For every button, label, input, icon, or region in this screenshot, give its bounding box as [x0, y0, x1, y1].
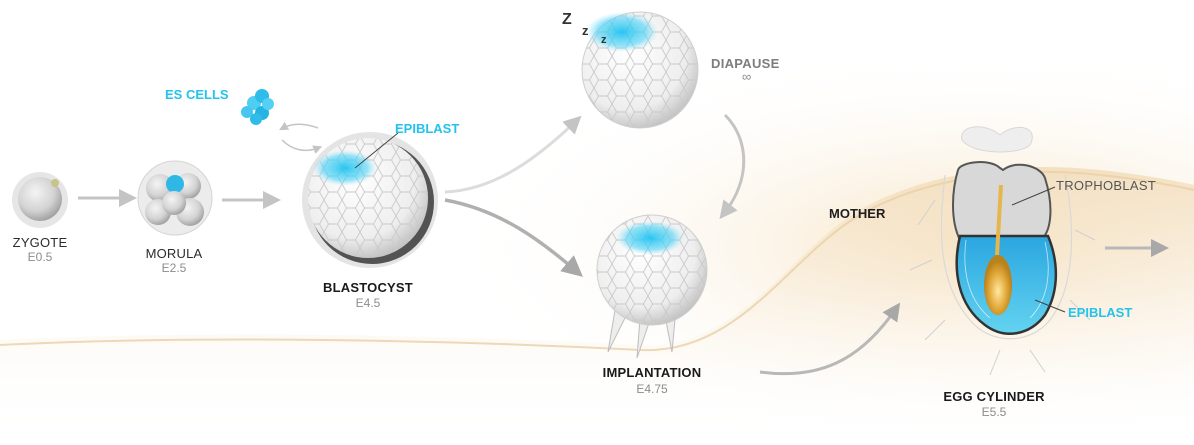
- sleep-z-1: Z: [562, 12, 572, 28]
- zygote-cell: [12, 172, 68, 228]
- mother-label: MOTHER: [829, 207, 885, 220]
- morula-label: MORULA: [146, 247, 203, 260]
- sleep-z-3: z: [601, 35, 607, 46]
- blastocyst-time: E4.5: [356, 297, 381, 309]
- egg-cylinder-label: EGG CYLINDER: [943, 390, 1044, 403]
- trophoblast-label: TROPHOBLAST: [1056, 179, 1156, 192]
- implantation-time: E4.75: [636, 383, 667, 395]
- blastocyst-label: BLASTOCYST: [323, 281, 413, 294]
- egg-cylinder-time: E5.5: [982, 406, 1007, 418]
- diapause-embryo: [582, 12, 698, 128]
- implantation-label: IMPLANTATION: [603, 366, 702, 379]
- epiblast-label-cylinder: EPIBLAST: [1068, 306, 1132, 319]
- sleep-z-2: z: [582, 24, 589, 37]
- blastocyst-embryo: [302, 132, 438, 268]
- zygote-label: ZYGOTE: [13, 236, 68, 249]
- es-cells-label: ES CELLS: [165, 88, 229, 101]
- epiblast-label-blastocyst: EPIBLAST: [395, 122, 459, 135]
- morula-cells: [138, 161, 212, 235]
- morula-time: E2.5: [162, 262, 187, 274]
- diapause-time: ∞: [742, 70, 751, 83]
- zygote-time: E0.5: [28, 251, 53, 263]
